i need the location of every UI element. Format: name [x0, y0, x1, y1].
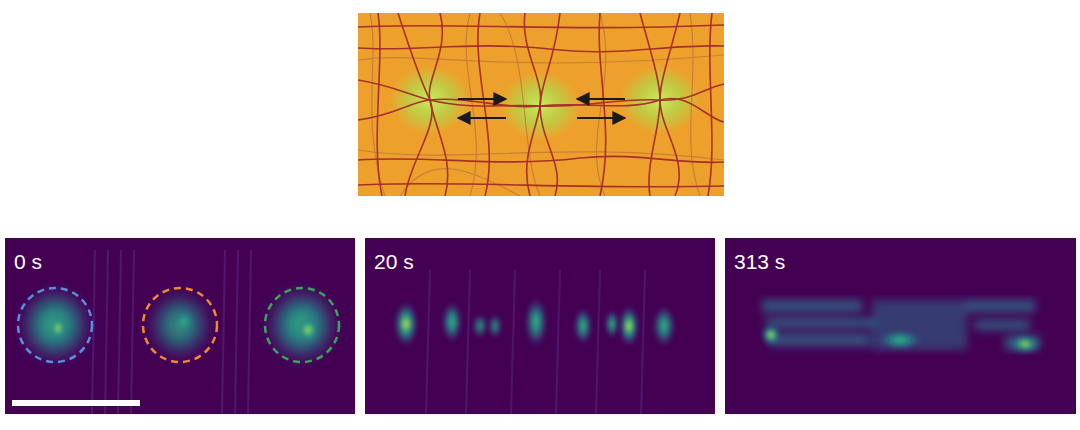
- time-stamp: 0 s: [14, 250, 42, 273]
- schematic: [358, 13, 724, 196]
- time-stamp: 20 s: [374, 250, 414, 273]
- time-stamp: 313 s: [734, 250, 785, 273]
- micrograph-313s: [725, 238, 1076, 414]
- micrograph-20s: [365, 238, 715, 414]
- micrograph-0s: [5, 238, 355, 414]
